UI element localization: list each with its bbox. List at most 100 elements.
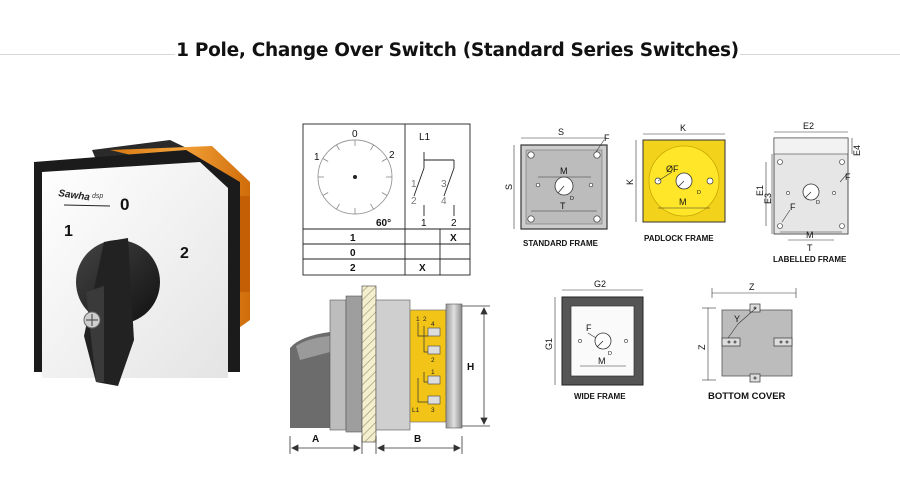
terminal-1: 1 bbox=[411, 179, 417, 190]
knob-handle-shade bbox=[86, 286, 104, 382]
dim-b: B bbox=[414, 434, 421, 445]
dial-label-0: 0 bbox=[352, 129, 358, 140]
row-pos-1: 1 bbox=[350, 233, 356, 244]
std-dim-f: F bbox=[604, 133, 610, 143]
title-divider-right bbox=[740, 54, 900, 55]
lab-dim-e1: E1 bbox=[755, 185, 765, 196]
padlock-frame-caption: PADLOCK FRAME bbox=[644, 234, 714, 243]
padlock-frame-labels: K K ØF M D PADLOCK FRAME bbox=[625, 123, 714, 243]
lab-dim-t: T bbox=[807, 243, 813, 253]
wide-dim-d: D bbox=[608, 351, 612, 357]
contact-block-labels: 1 2 4 2 1 L1 3 bbox=[412, 316, 435, 414]
wide-frame-caption: WIDE FRAME bbox=[574, 392, 626, 401]
title-divider-left bbox=[0, 54, 175, 55]
bottom-dim-y: Y bbox=[734, 314, 740, 324]
dial-tick bbox=[336, 144, 340, 151]
std-dim-s-top: S bbox=[558, 127, 564, 137]
lab-dim-d: D bbox=[816, 200, 820, 206]
bottom-dim-z-top: Z bbox=[749, 282, 755, 292]
lab-dim-f2: F bbox=[790, 202, 796, 212]
standard-frame-labels: S S F M T D STANDARD FRAME bbox=[504, 127, 610, 248]
block-label-2a: 2 bbox=[423, 316, 427, 323]
pad-dim-of: ØF bbox=[666, 164, 679, 174]
block-label-4: 4 bbox=[431, 321, 435, 328]
dial-tick bbox=[322, 158, 329, 162]
wide-frame-drawing bbox=[554, 289, 644, 386]
dial-position-0: 0 bbox=[120, 195, 129, 214]
side-view-drawing bbox=[289, 285, 490, 454]
padlock-frame-drawing bbox=[635, 133, 726, 223]
dial-tick bbox=[370, 203, 374, 210]
wide-dim-g2: G2 bbox=[594, 279, 606, 289]
rear-end-plate bbox=[445, 303, 463, 429]
dim-a: A bbox=[312, 434, 319, 445]
block-label-1b: 1 bbox=[431, 369, 435, 376]
pad-dim-m: M bbox=[679, 197, 687, 207]
pad-dim-d: D bbox=[697, 190, 701, 196]
dial-position-1: 1 bbox=[64, 223, 73, 240]
page-title: 1 Pole, Change Over Switch (Standard Ser… bbox=[176, 40, 739, 61]
block-label-3: 3 bbox=[431, 407, 435, 414]
column-2: 2 bbox=[451, 218, 457, 229]
dial-tick bbox=[370, 144, 374, 151]
pad-dim-k-side: K bbox=[625, 179, 635, 185]
side-view-labels: A B H bbox=[312, 362, 474, 445]
dial-label-1: 1 bbox=[314, 152, 320, 163]
row-pos-2: 2 bbox=[350, 263, 356, 274]
standard-frame-drawing bbox=[513, 137, 608, 230]
brand-logo: Sawha bbox=[58, 188, 91, 203]
product-photo: Sawha dsp 0 1 2 bbox=[34, 140, 250, 386]
brand-sub: dsp bbox=[92, 193, 103, 200]
standard-frame-caption: STANDARD FRAME bbox=[523, 239, 599, 248]
labelled-frame-labels: E2 E4 E1 E3 F F M T D LABELLED FRAME bbox=[755, 121, 862, 264]
mounting-panel bbox=[361, 285, 377, 443]
lab-dim-e4: E4 bbox=[852, 145, 862, 156]
dial-tick bbox=[381, 158, 388, 162]
switch-diagram-labels: 0 1 2 60° L1 1 3 2 4 1 2 1 X 0 2 X bbox=[314, 129, 457, 274]
labelled-frame-drawing bbox=[765, 131, 853, 241]
wide-dim-g1: G1 bbox=[544, 338, 554, 350]
dial-label-2: 2 bbox=[389, 150, 395, 161]
diagram-border bbox=[302, 123, 471, 276]
terminal-2: 2 bbox=[411, 196, 417, 207]
bottom-cover-labels: Z Z Y BOTTOM COVER bbox=[697, 282, 786, 402]
std-dim-t: T bbox=[560, 201, 566, 211]
dial-tick bbox=[381, 192, 388, 196]
lab-dim-e2: E2 bbox=[803, 121, 814, 131]
block-label-1a: 1 bbox=[416, 316, 420, 323]
bottom-cover-caption: BOTTOM COVER bbox=[708, 391, 786, 402]
terminal-3: 3 bbox=[441, 179, 447, 190]
dial-position-2: 2 bbox=[180, 245, 189, 262]
lab-dim-e3: E3 bbox=[763, 193, 773, 204]
wide-dim-m: M bbox=[598, 356, 606, 366]
row-1-c2: X bbox=[450, 233, 457, 244]
row-2-c1: X bbox=[419, 263, 426, 274]
lab-dim-m: M bbox=[806, 230, 814, 240]
bottom-dim-z-side: Z bbox=[697, 344, 707, 350]
row-pos-0: 0 bbox=[350, 248, 356, 259]
dim-h: H bbox=[467, 362, 474, 373]
contact-block bbox=[409, 309, 447, 423]
terminal-4: 4 bbox=[441, 196, 447, 207]
bottom-cover-drawing bbox=[702, 288, 797, 383]
std-dim-d: D bbox=[570, 196, 574, 202]
switch-position-diagram bbox=[302, 123, 471, 276]
angle-label: 60° bbox=[376, 218, 391, 229]
pad-dim-k-top: K bbox=[680, 123, 686, 133]
std-dim-m: M bbox=[560, 166, 568, 176]
contact-header: L1 bbox=[419, 132, 431, 143]
std-dim-s-side: S bbox=[504, 184, 514, 190]
wide-dim-f: F bbox=[586, 323, 592, 333]
labelled-frame-caption: LABELLED FRAME bbox=[773, 255, 847, 264]
block-label-l1: L1 bbox=[412, 407, 420, 414]
side-front-plate bbox=[329, 299, 347, 431]
block-label-2b: 2 bbox=[431, 357, 435, 364]
lab-dim-f1: F bbox=[845, 172, 851, 182]
dial-tick bbox=[322, 192, 329, 196]
dial-tick bbox=[336, 203, 340, 210]
brand-underline bbox=[63, 204, 111, 207]
title-bar: 1 Pole, Change Over Switch (Standard Ser… bbox=[0, 38, 900, 68]
column-1: 1 bbox=[421, 218, 427, 229]
wide-frame-labels: G2 G1 F M D WIDE FRAME bbox=[544, 279, 626, 401]
